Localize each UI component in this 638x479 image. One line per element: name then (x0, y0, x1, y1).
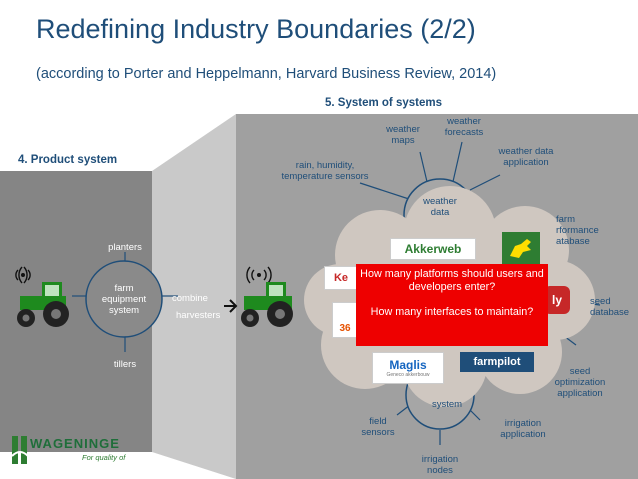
product-system-label: 4. Product system (18, 154, 117, 166)
slide-subtitle: (according to Porter and Heppelmann, Har… (36, 66, 496, 82)
rain-humidity-temperature-sensors-label: rain, humidity, temperature sensors (270, 160, 380, 182)
seed-database-label: seed database (590, 296, 638, 318)
question-popup: How many platforms should users and deve… (356, 264, 548, 346)
system-of-systems-label: 5. System of systems (325, 97, 442, 109)
maglis-logo: Maglis Geneco akkerbouw (372, 352, 444, 384)
wageningen-logo-icon (10, 434, 30, 468)
weather-maps-label: weather maps (378, 124, 428, 146)
weather-data-application-label: weather data application (488, 146, 564, 168)
seed-optimization-application-label: seed optimization application (542, 366, 618, 399)
slide-title: Redefining Industry Boundaries (2/2) (36, 14, 476, 45)
akkerweb-text: Akkerweb (405, 242, 462, 256)
tillers-label: tillers (100, 359, 150, 370)
wageningen-tagline: For quality of (82, 453, 125, 462)
farmpilot-logo: farmpilot (460, 352, 534, 372)
system-label: system (422, 399, 472, 410)
planters-label: planters (100, 242, 150, 253)
three60-logo: 36 (332, 302, 358, 338)
harvesters-label: harvesters (176, 310, 236, 321)
combine-label: combine (172, 293, 212, 304)
tractor-icon (8, 262, 78, 330)
ke-logo: Ke (324, 266, 358, 290)
deer-icon (507, 236, 535, 262)
farm-equipment-label: farm equipment system (92, 283, 156, 316)
interfaces-question: How many interfaces to maintain? (356, 306, 548, 319)
tractor-icon (236, 262, 306, 330)
irrigation-application-label: irrigation application (488, 418, 558, 440)
platforms-question: How many platforms should users and deve… (356, 268, 548, 294)
weather-forecasts-label: weather forecasts (434, 116, 494, 138)
wageningen-org-name: WAGENINGE (30, 436, 120, 451)
john-deere-logo (502, 232, 540, 266)
irrigation-nodes-label: irrigation nodes (412, 454, 468, 476)
weather-data-label: weather data (414, 196, 466, 218)
akkerweb-logo: Akkerweb (390, 238, 476, 260)
field-sensors-label: field sensors (350, 416, 406, 438)
farm-performance-database-label: farm rformance atabase (556, 214, 638, 247)
